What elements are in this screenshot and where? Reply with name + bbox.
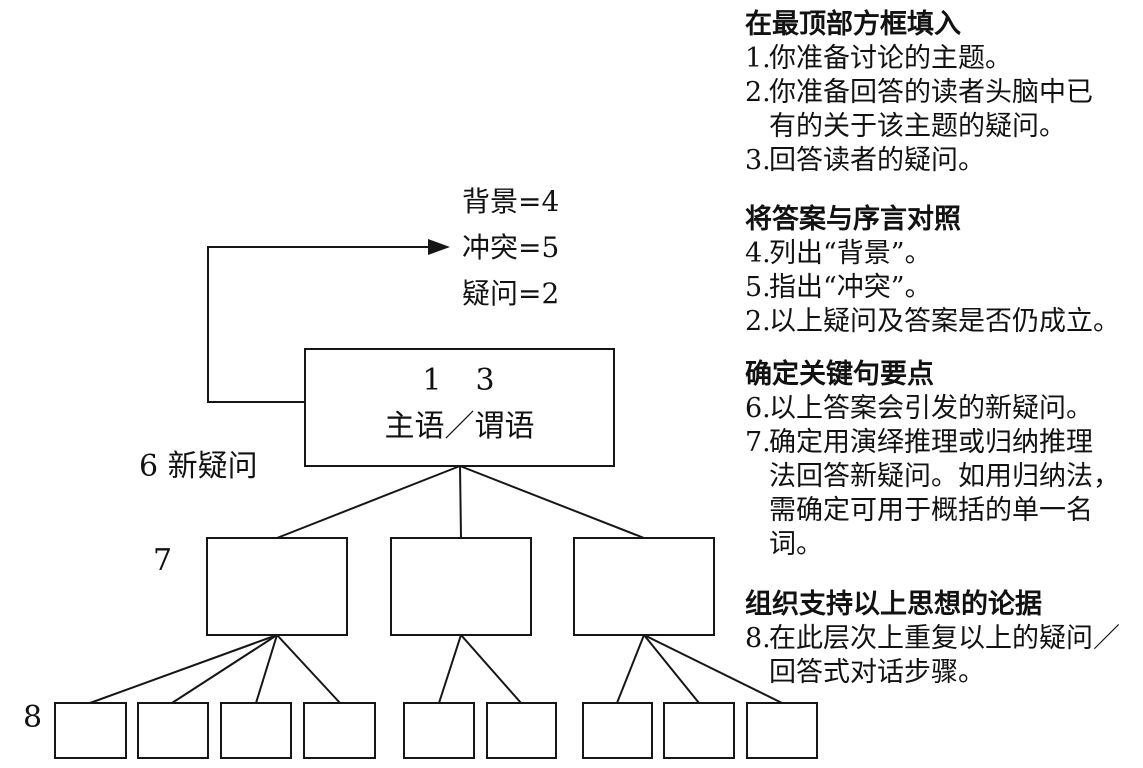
- support-box-5: [403, 702, 475, 759]
- thesis-numbers: 1 3: [422, 363, 497, 398]
- key-line-box-1: [206, 537, 348, 636]
- instruction-item: 1. 你准备讨论的主题。: [745, 43, 1012, 74]
- subject-predicate-label: 主语／谓语: [384, 409, 535, 444]
- instruction-item: 6. 以上答案会引发的新疑问。: [745, 393, 1093, 424]
- step7-label: 7: [153, 543, 173, 578]
- instruction-item: 2. 以上疑问及答案是否仍成立。: [745, 306, 1120, 337]
- main-thesis-box: 1 3 主语／谓语: [304, 348, 615, 467]
- instruction-item: 8. 在此层次上重复以上的疑问／ 回答式对话步骤。: [745, 623, 1120, 688]
- section-title: 在最顶部方框填入: [745, 9, 961, 40]
- section-title: 确定关键句要点: [745, 359, 934, 390]
- key-line-box-2: [390, 537, 532, 636]
- background-label: 背景=4: [462, 185, 560, 218]
- support-box-1: [54, 702, 127, 759]
- section-title: 组织支持以上思想的论据: [745, 589, 1042, 620]
- instruction-item: 7. 确定用演绎推理或归纳推理 法回答新疑问。如用归纳法， 需确定可用于概括的单…: [745, 427, 1120, 560]
- instruction-item: 2. 你准备回答的读者头脑中已 有的关于该主题的疑问。: [745, 77, 1093, 142]
- section-key-line: 确定关键句要点 6. 以上答案会引发的新疑问。 7. 确定用演绎推理或归纳推理 …: [745, 358, 1143, 562]
- instruction-item: 3. 回答读者的疑问。: [745, 145, 985, 176]
- intro-arrow: [207, 246, 431, 403]
- support-box-3: [220, 702, 292, 759]
- question-label: 疑问=2: [462, 277, 560, 310]
- section-title: 将答案与序言对照: [745, 204, 961, 235]
- section-preface: 将答案与序言对照 4. 列出“背景”。 5. 指出“冲突”。 2. 以上疑问及答…: [745, 203, 1143, 339]
- support-box-6: [486, 702, 557, 759]
- section-support: 组织支持以上思想的论据 8. 在此层次上重复以上的疑问／ 回答式对话步骤。: [745, 588, 1143, 690]
- support-box-7: [582, 702, 653, 759]
- instruction-item: 4. 列出“背景”。: [745, 238, 932, 269]
- support-box-4: [303, 702, 376, 759]
- new-question-label: 6 新疑问: [139, 449, 258, 484]
- arrowhead-icon: [428, 239, 450, 255]
- support-box-2: [137, 702, 209, 759]
- step8-label: 8: [23, 700, 43, 735]
- support-box-9: [746, 702, 818, 759]
- key-line-box-3: [573, 537, 715, 636]
- conflict-label: 冲突=5: [462, 231, 560, 264]
- section-top-box: 在最顶部方框填入 1. 你准备讨论的主题。 2. 你准备回答的读者头脑中已 有的…: [745, 8, 1143, 178]
- instruction-item: 5. 指出“冲突”。: [745, 272, 932, 303]
- support-box-8: [663, 702, 735, 759]
